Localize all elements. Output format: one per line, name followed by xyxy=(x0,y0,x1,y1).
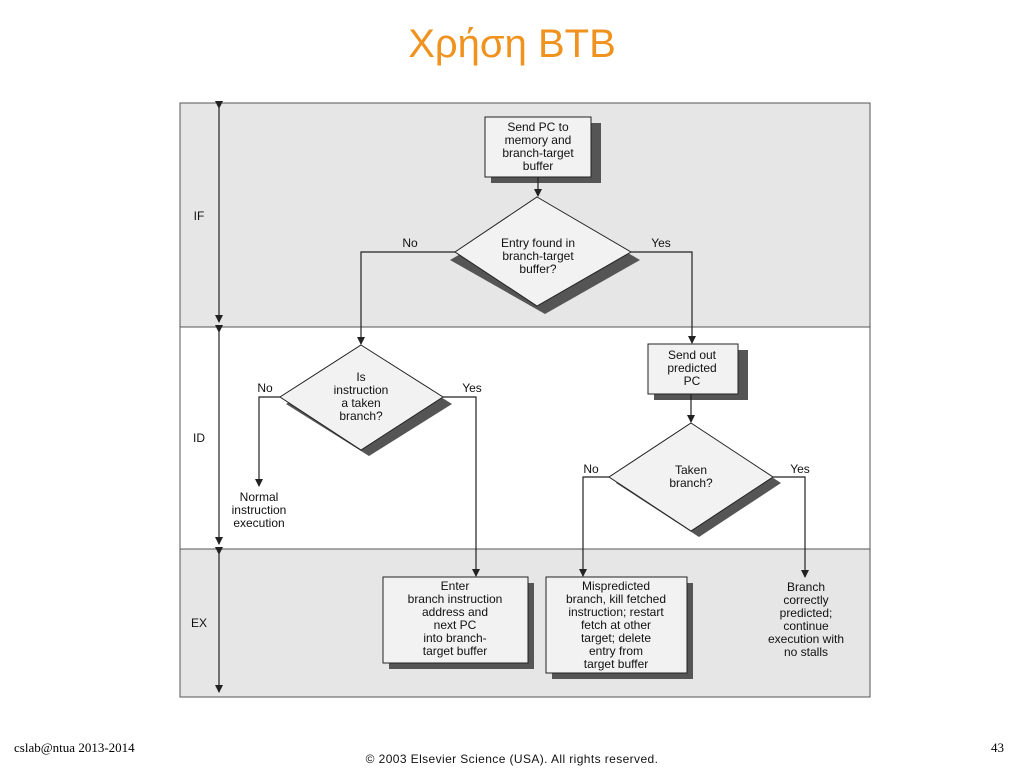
correct-line: no stalls xyxy=(784,645,828,659)
send-pc-line: buffer xyxy=(523,159,553,173)
arrow-entry-yes xyxy=(631,251,696,344)
mispredicted-box xyxy=(545,576,688,674)
correct-line: Branch xyxy=(787,580,825,594)
mispredicted-line: entry from xyxy=(589,644,643,658)
send-predicted-line: predicted xyxy=(667,361,716,375)
enter-btb-line: address and xyxy=(422,605,488,619)
is-taken-line: a taken xyxy=(341,396,380,410)
copyright: © 2003 Elsevier Science (USA). All right… xyxy=(365,752,659,766)
label-yes-taken: Yes xyxy=(790,462,810,476)
is-taken-line: branch? xyxy=(339,409,383,423)
taken-branch-line: branch? xyxy=(669,476,713,490)
entry-found-diamond xyxy=(454,196,632,307)
enter-btb-box xyxy=(382,576,529,664)
send-predicted-line: Send out xyxy=(668,348,717,362)
label-yes-istaken: Yes xyxy=(462,381,482,395)
enter-btb-line: next PC xyxy=(434,618,477,632)
send-pc-line: Send PC to xyxy=(507,120,569,134)
send-pc-line: branch-target xyxy=(502,146,574,160)
mispredicted-line: instruction; restart xyxy=(568,605,664,619)
arrow-entry-no xyxy=(357,251,455,345)
arrow-taken-no xyxy=(579,476,609,577)
normal-exec-line: Normal xyxy=(240,490,279,504)
arrow-taken-yes xyxy=(773,476,809,578)
correct-line: correctly xyxy=(783,593,828,607)
entry-found-line: Entry found in xyxy=(501,236,575,250)
send-pc-line: memory and xyxy=(505,133,572,147)
label-no-taken: No xyxy=(583,462,599,476)
normal-exec-line: execution xyxy=(233,516,284,530)
enter-btb-line: into branch- xyxy=(423,631,486,645)
mispredicted-line: fetch at other xyxy=(581,618,651,632)
entry-found-line: branch-target xyxy=(502,249,574,263)
correct-line: continue xyxy=(783,619,829,633)
stage-label-id: ID xyxy=(193,431,205,445)
label-no-entry: No xyxy=(402,236,418,250)
is-taken-line: instruction xyxy=(334,383,389,397)
entry-found-line: buffer? xyxy=(519,262,556,276)
slide-title: Χρήση BTB xyxy=(408,22,616,66)
footer-left: cslab@ntua 2013-2014 xyxy=(14,740,135,755)
send-predicted-box xyxy=(647,343,739,395)
enter-btb-line: Enter xyxy=(441,579,470,593)
stage-label-if: IF xyxy=(194,209,205,223)
stage-label-ex: EX xyxy=(191,616,207,630)
arrow-istaken-no xyxy=(255,396,280,487)
label-yes-entry: Yes xyxy=(651,236,671,250)
panel-id xyxy=(179,326,871,550)
correct-line: predicted; xyxy=(780,606,833,620)
mispredicted-line: target; delete xyxy=(581,631,651,645)
page-number: 43 xyxy=(991,740,1004,755)
label-no-istaken: No xyxy=(257,381,273,395)
enter-btb-line: target buffer xyxy=(423,644,488,658)
mispredicted-line: branch, kill fetched xyxy=(566,592,666,606)
is-taken-diamond xyxy=(279,344,444,451)
is-taken-line: Is xyxy=(356,370,365,384)
arrow-istaken-yes xyxy=(443,396,480,577)
send-predicted-line: PC xyxy=(684,374,701,388)
correct-line: execution with xyxy=(768,632,844,646)
enter-btb-line: branch instruction xyxy=(408,592,503,606)
mispredicted-line: target buffer xyxy=(584,657,649,671)
mispredicted-line: Mispredicted xyxy=(582,579,650,593)
taken-branch-line: Taken xyxy=(675,463,707,477)
normal-exec-line: instruction xyxy=(232,503,287,517)
correct-text: Branchcorrectlypredicted;continueexecuti… xyxy=(768,580,844,659)
taken-branch-diamond xyxy=(608,422,774,532)
